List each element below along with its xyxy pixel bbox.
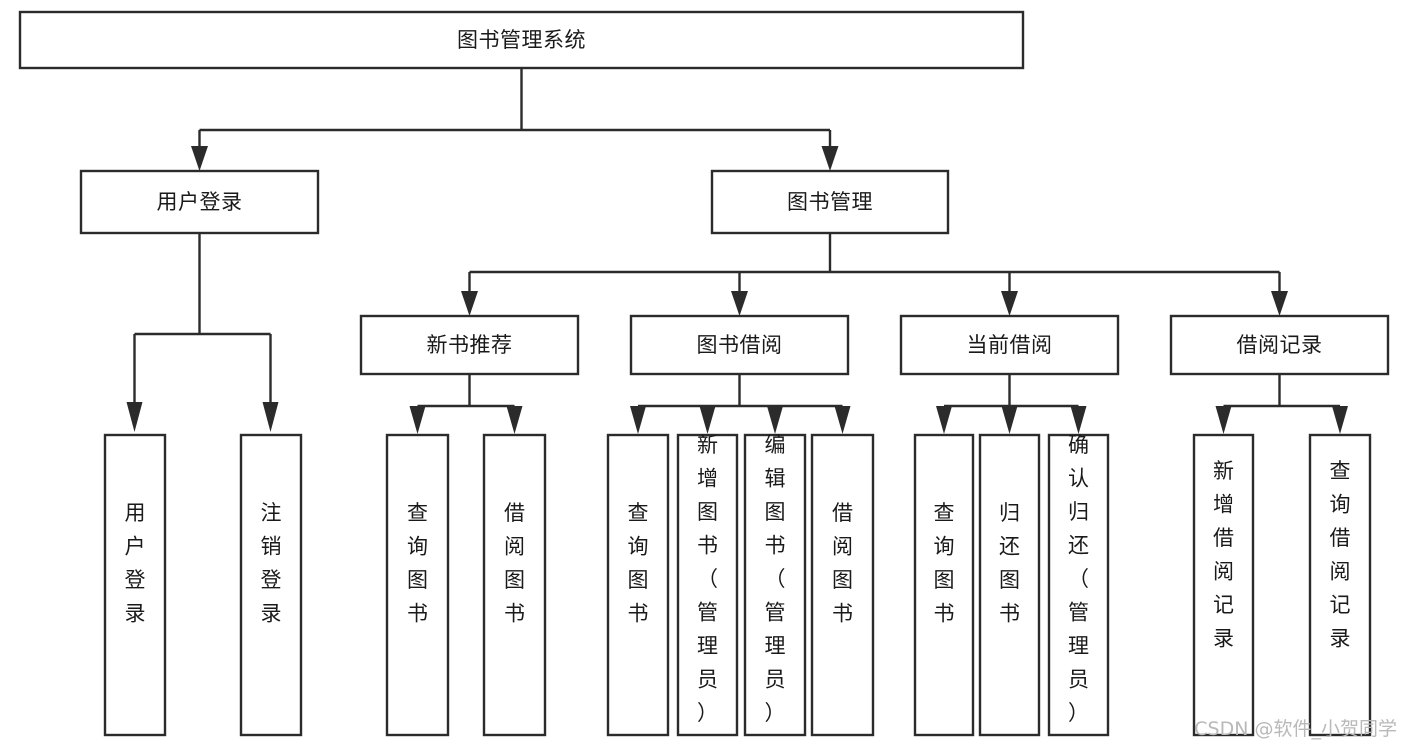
connector-layer xyxy=(126,68,1348,434)
node-leaf-confirm-return-label: 确认归还（管理员） xyxy=(1068,433,1089,725)
node-book-manage[interactable]: 图书管理 xyxy=(710,169,950,235)
node-leaf-user-logout-box[interactable] xyxy=(239,433,303,737)
node-leaf-confirm-return-box[interactable] xyxy=(1047,433,1110,737)
arrow-head-current-borrow xyxy=(1001,291,1018,316)
node-leaf-query-record-box[interactable] xyxy=(1308,433,1372,737)
node-leaf-user-logout-label: 注销登录 xyxy=(261,501,282,626)
node-book-borrow-label: 图书借阅 xyxy=(697,333,783,357)
node-leaf-query-book-1-box[interactable] xyxy=(385,433,450,737)
arrow-head-leaf-query-book-3 xyxy=(936,406,952,434)
arrow-head-leaf-borrow-book-1 xyxy=(506,406,523,434)
node-leaf-borrow-book-1[interactable]: 借阅图书 xyxy=(482,433,547,737)
node-borrow-record-label: 借阅记录 xyxy=(1237,333,1323,357)
node-leaf-confirm-return[interactable]: 确认归还（管理员） xyxy=(1047,433,1110,737)
node-leaf-user-logout[interactable]: 注销登录 xyxy=(239,433,303,737)
node-leaf-query-book-2-box[interactable] xyxy=(606,433,670,737)
arrow-head-leaf-add-record xyxy=(1215,406,1232,434)
node-leaf-borrow-book-2[interactable]: 借阅图书 xyxy=(810,433,875,737)
node-root[interactable]: 图书管理系统 xyxy=(18,10,1025,70)
arrow-head-leaf-borrow-book-2 xyxy=(834,406,851,434)
node-leaf-add-record[interactable]: 新增借阅记录 xyxy=(1192,433,1255,737)
node-leaf-user-login[interactable]: 用户登录 xyxy=(103,433,167,737)
node-book-borrow-box[interactable] xyxy=(629,314,850,376)
node-new-book-recommend[interactable]: 新书推荐 xyxy=(359,314,580,376)
node-leaf-user-login-label: 用户登录 xyxy=(125,501,146,626)
arrow-head-leaf-query-book-1 xyxy=(409,406,426,434)
node-leaf-add-record-box[interactable] xyxy=(1192,433,1255,737)
node-leaf-add-book[interactable]: 新增图书（管理员） xyxy=(676,433,739,737)
node-leaf-query-record[interactable]: 查询借阅记录 xyxy=(1308,433,1372,737)
node-book-borrow[interactable]: 图书借阅 xyxy=(629,314,850,376)
node-leaf-borrow-book-1-label: 借阅图书 xyxy=(504,501,525,626)
node-leaf-borrow-book-2-box[interactable] xyxy=(810,433,875,737)
node-leaf-add-book-box[interactable] xyxy=(676,433,739,737)
node-borrow-record-box[interactable] xyxy=(1169,314,1390,376)
arrow-head-leaf-return-book xyxy=(1001,406,1018,434)
node-leaf-query-book-3[interactable]: 查询图书 xyxy=(913,433,975,737)
node-leaf-return-book-label: 归还图书 xyxy=(999,501,1020,626)
node-current-borrow-label: 当前借阅 xyxy=(967,333,1053,357)
arrow-head-leaf-user-login xyxy=(126,402,143,432)
node-leaf-edit-book-label: 编辑图书（管理员） xyxy=(765,433,786,725)
arrow-head-leaf-confirm-return xyxy=(1070,406,1087,434)
arrow-head-new-book-recommend xyxy=(461,291,478,316)
node-leaf-edit-book-box[interactable] xyxy=(743,433,807,737)
arrow-head-leaf-query-book-2 xyxy=(630,406,646,434)
node-leaf-query-book-2[interactable]: 查询图书 xyxy=(606,433,670,737)
arrow-head-leaf-add-book xyxy=(699,406,716,434)
node-new-book-recommend-box[interactable] xyxy=(359,314,580,376)
node-leaf-query-record-label: 查询借阅记录 xyxy=(1330,459,1351,651)
node-leaf-return-book[interactable]: 归还图书 xyxy=(978,433,1041,737)
arrow-head-leaf-query-record xyxy=(1332,406,1348,434)
node-leaf-query-book-2-label: 查询图书 xyxy=(628,501,649,626)
node-current-borrow[interactable]: 当前借阅 xyxy=(899,314,1120,376)
node-leaf-add-book-label: 新增图书（管理员） xyxy=(697,433,718,725)
node-book-manage-box[interactable] xyxy=(710,169,950,235)
node-user-login-box[interactable] xyxy=(79,169,320,235)
node-leaf-edit-book[interactable]: 编辑图书（管理员） xyxy=(743,433,807,737)
node-root-label: 图书管理系统 xyxy=(457,28,586,52)
node-leaf-borrow-book-1-box[interactable] xyxy=(482,433,547,737)
node-user-login[interactable]: 用户登录 xyxy=(79,169,320,235)
node-book-manage-label: 图书管理 xyxy=(787,190,873,214)
arrow-head-book-borrow xyxy=(731,291,748,316)
arrow-head-leaf-edit-book xyxy=(767,406,783,434)
node-root-box[interactable] xyxy=(18,10,1025,70)
node-leaf-add-record-label: 新增借阅记录 xyxy=(1213,459,1234,651)
node-leaf-return-book-box[interactable] xyxy=(978,433,1041,737)
node-leaf-query-book-3-label: 查询图书 xyxy=(934,501,955,626)
node-borrow-record[interactable]: 借阅记录 xyxy=(1169,314,1390,376)
node-leaf-query-book-1-label: 查询图书 xyxy=(407,501,428,626)
node-leaf-user-login-box[interactable] xyxy=(103,433,167,737)
node-leaf-borrow-book-2-label: 借阅图书 xyxy=(832,501,853,626)
node-leaf-query-book-1[interactable]: 查询图书 xyxy=(385,433,450,737)
arrow-head-book-manage xyxy=(821,146,839,171)
node-user-login-label: 用户登录 xyxy=(157,190,243,214)
node-current-borrow-box[interactable] xyxy=(899,314,1120,376)
node-new-book-recommend-label: 新书推荐 xyxy=(427,333,513,357)
node-leaf-query-book-3-box[interactable] xyxy=(913,433,975,737)
arrow-head-leaf-user-logout xyxy=(262,402,279,432)
arrow-head-user-login xyxy=(191,146,208,171)
arrow-head-borrow-record xyxy=(1271,291,1288,316)
